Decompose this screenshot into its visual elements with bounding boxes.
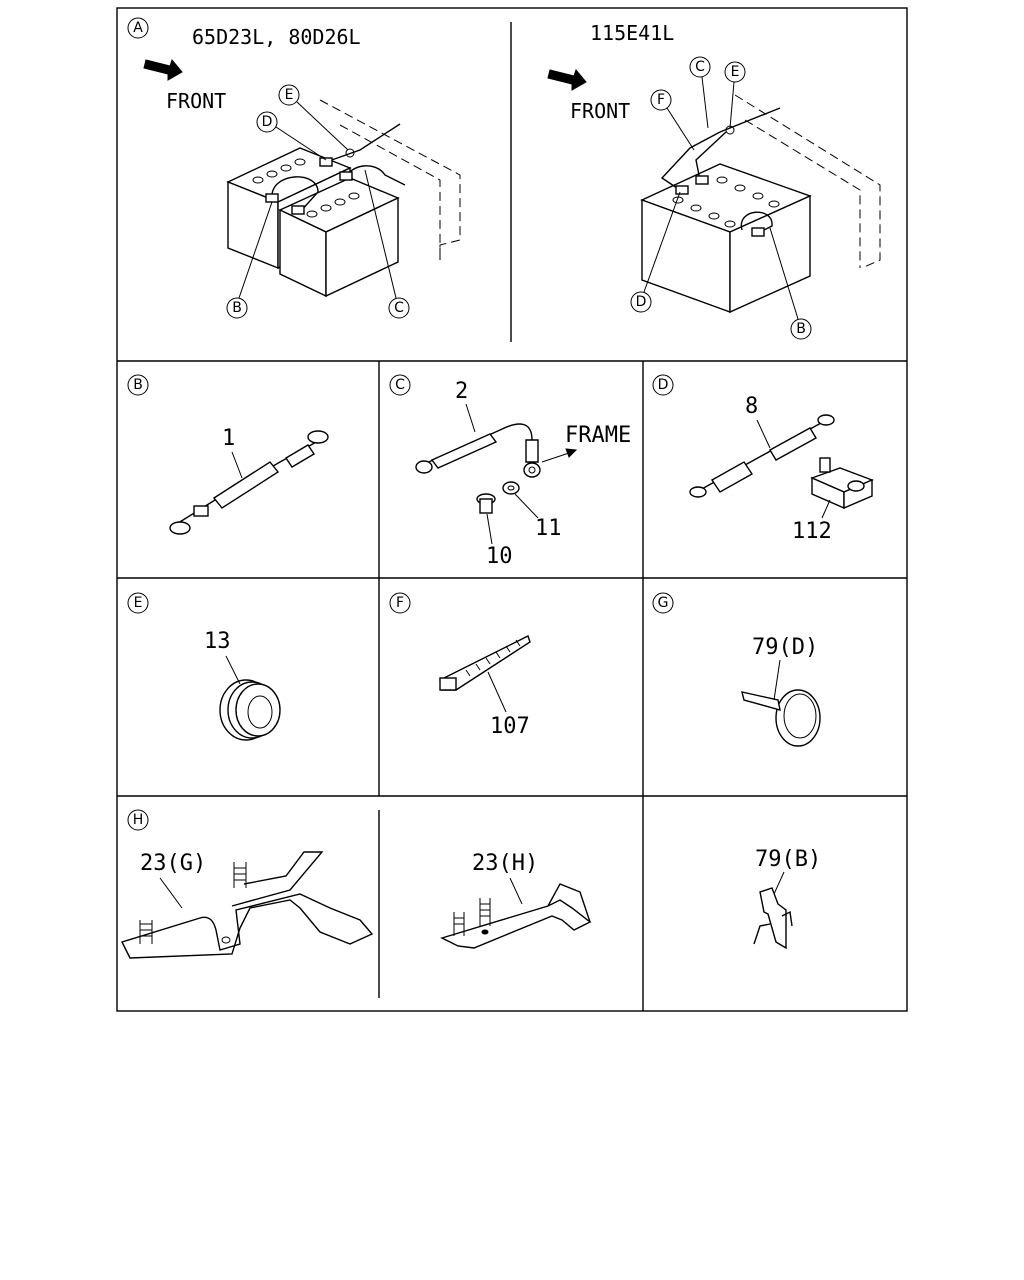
diagram-grid (116, 7, 908, 1012)
callout-b-left: B (226, 201, 273, 319)
part-number-2: 2 (455, 379, 468, 404)
part-number-79d: 79(D) (752, 635, 818, 660)
svg-text:G: G (658, 595, 669, 611)
svg-text:E: E (285, 87, 294, 103)
washer-11 (502, 481, 520, 495)
svg-text:F: F (396, 595, 404, 611)
front-label-left: FRONT (166, 89, 226, 113)
panel-g: G 79(D) (652, 592, 821, 747)
part-number-13: 13 (204, 629, 231, 654)
panel-b: B 1 (127, 374, 329, 535)
panel-c-marker: C (389, 374, 411, 396)
frame-label: FRAME (565, 423, 631, 448)
svg-text:B: B (232, 300, 242, 316)
battery-cable-8 (689, 414, 835, 498)
svg-text:D: D (636, 294, 647, 310)
battery-cable-1 (169, 430, 329, 535)
panel-f-marker: F (389, 592, 411, 614)
panel-e: E 13 (127, 592, 281, 741)
part-number-23g: 23(G) (140, 851, 206, 876)
cable-tie-107 (439, 635, 531, 691)
part-number-79b: 79(B) (755, 847, 821, 872)
panel-a-marker: A (127, 17, 149, 39)
callout-e-right: E (724, 61, 746, 129)
panel-h: H 23(G) 23(H) (121, 809, 821, 959)
panel-d-marker: D (652, 374, 674, 396)
callout-e-left: E (278, 84, 349, 151)
svg-text:D: D (262, 114, 273, 130)
panel-c: C FRAME 2 10 11 (389, 374, 631, 569)
grommet-13 (219, 679, 281, 741)
left-battery-title: 65D23L, 80D26L (192, 25, 361, 49)
frame-arrow-icon (541, 448, 578, 463)
svg-text:B: B (133, 377, 143, 393)
panel-h-marker: H (127, 809, 149, 831)
clip-79b (753, 887, 793, 950)
callout-d-left: D (256, 111, 327, 161)
left-battery-illustration (226, 99, 461, 298)
svg-text:H: H (133, 812, 144, 828)
callout-c-left: C (364, 169, 410, 319)
panel-b-marker: B (127, 374, 149, 396)
front-arrow-icon (547, 68, 587, 91)
svg-text:B: B (796, 321, 806, 337)
bolt-10 (476, 493, 496, 514)
callout-d-right: D (630, 191, 681, 313)
callout-b-right: B (769, 227, 812, 340)
svg-text:F: F (657, 92, 665, 108)
right-battery-illustration (640, 94, 881, 314)
callout-c-right: C (689, 56, 711, 129)
front-label-right: FRONT (570, 99, 630, 123)
bracket-23g (121, 851, 374, 959)
part-number-112: 112 (792, 519, 832, 544)
front-arrow-icon (143, 58, 183, 81)
svg-text:C: C (695, 59, 705, 75)
part-number-107: 107 (490, 714, 530, 739)
callout-f-right: F (650, 89, 695, 151)
band-clip-79d (741, 689, 821, 747)
panel-e-marker: E (127, 592, 149, 614)
panel-g-marker: G (652, 592, 674, 614)
part-number-11: 11 (535, 516, 562, 541)
svg-text:D: D (658, 377, 669, 393)
part-number-1: 1 (222, 426, 235, 451)
svg-text:E: E (134, 595, 143, 611)
panel-a: A 65D23L, 80D26L 115E41L FRONT FRONT (127, 17, 881, 340)
bracket-23h (440, 883, 592, 949)
svg-text:E: E (731, 64, 740, 80)
ground-cable-2 (415, 423, 541, 478)
panel-d: D 8 112 (652, 374, 874, 544)
panel-f: F 107 (389, 592, 531, 739)
part-number-23h: 23(H) (472, 851, 538, 876)
terminal-112 (810, 457, 874, 510)
svg-text:C: C (394, 300, 404, 316)
right-battery-title: 115E41L (590, 21, 674, 45)
svg-text:A: A (133, 20, 143, 36)
part-number-10: 10 (486, 544, 513, 569)
svg-text:C: C (395, 377, 405, 393)
part-number-8: 8 (745, 394, 758, 419)
